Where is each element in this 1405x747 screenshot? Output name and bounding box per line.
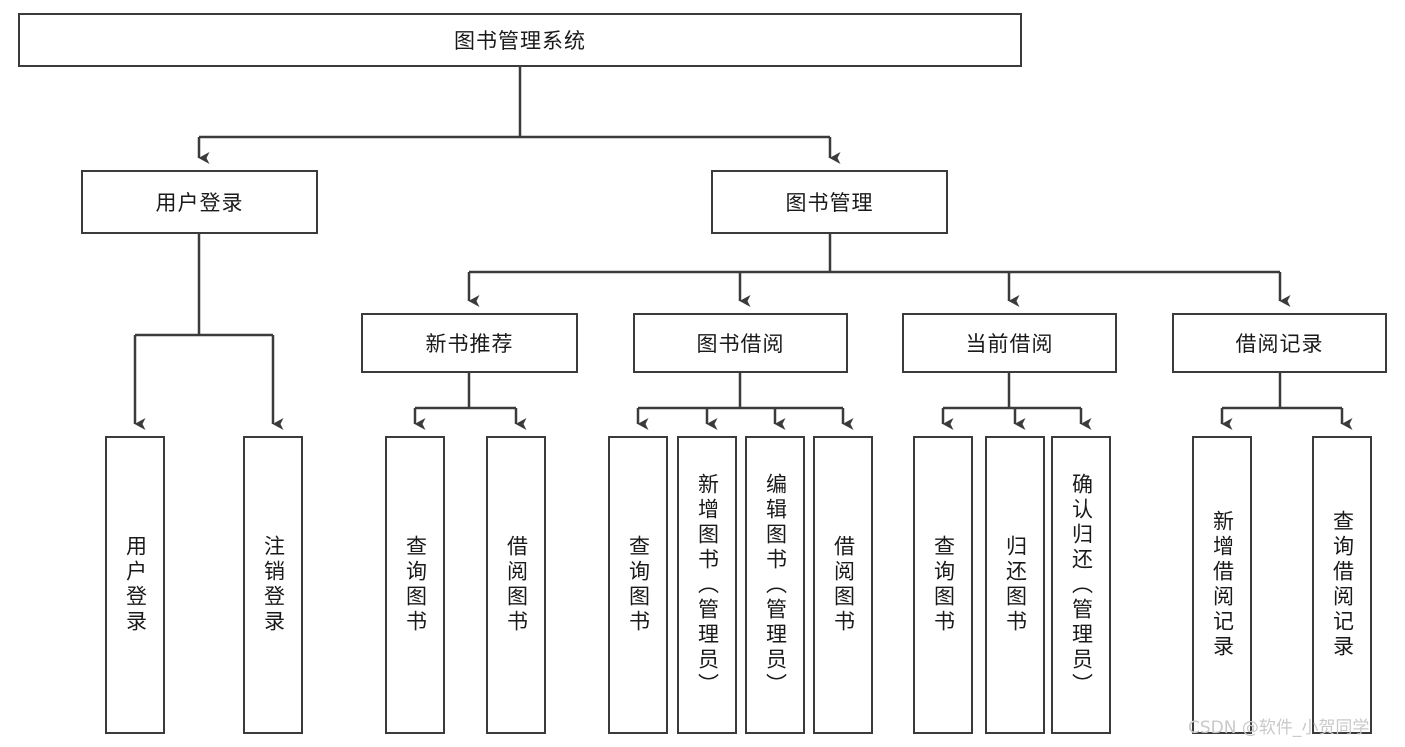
node-user-login[interactable]: 用户登录 [81,170,318,234]
node-book-borrow-label: 图书借阅 [696,332,785,356]
node-current-borrow-label: 当前借阅 [965,332,1054,356]
csdn-watermark: CSDN @软件_小贺同学 [1188,718,1370,738]
leaf-confirm-return-admin[interactable]: 确认归还（管理员） [1051,436,1111,734]
leaf-add-borrow-record[interactable]: 新增借阅记录 [1192,436,1252,734]
leaf-query-book-borrow-label: 查询图书 [626,535,651,635]
node-book-management-label: 图书管理 [785,191,874,215]
node-root[interactable]: 图书管理系统 [18,13,1022,67]
leaf-add-borrow-record-label: 新增借阅记录 [1210,510,1235,660]
node-book-management[interactable]: 图书管理 [711,170,948,234]
node-borrow-record-label: 借阅记录 [1235,332,1324,356]
leaf-borrow-book[interactable]: 借阅图书 [813,436,873,734]
node-book-borrow[interactable]: 图书借阅 [633,313,848,373]
leaf-logout[interactable]: 注销登录 [243,436,303,734]
leaf-query-book-newbook[interactable]: 查询图书 [385,436,445,734]
leaf-query-book-newbook-label: 查询图书 [403,535,428,635]
leaf-borrow-book-newbook-label: 借阅图书 [504,535,529,635]
node-current-borrow[interactable]: 当前借阅 [902,313,1117,373]
leaf-query-borrow-record-label: 查询借阅记录 [1330,510,1355,660]
node-borrow-record[interactable]: 借阅记录 [1172,313,1387,373]
leaf-query-book-current-label: 查询图书 [931,535,956,635]
leaf-add-book-admin[interactable]: 新增图书（管理员） [677,436,737,734]
leaf-query-book-current[interactable]: 查询图书 [913,436,973,734]
leaf-add-book-admin-label: 新增图书（管理员） [695,472,720,698]
leaf-edit-book-admin-label: 编辑图书（管理员） [763,472,788,698]
leaf-confirm-return-admin-label: 确认归还（管理员） [1069,472,1094,698]
leaf-return-book[interactable]: 归还图书 [985,436,1045,734]
leaf-logout-label: 注销登录 [261,535,286,635]
leaf-query-borrow-record[interactable]: 查询借阅记录 [1312,436,1372,734]
leaf-user-login-label: 用户登录 [123,535,148,635]
leaf-borrow-book-newbook[interactable]: 借阅图书 [486,436,546,734]
leaf-borrow-book-label: 借阅图书 [831,535,856,635]
leaf-user-login[interactable]: 用户登录 [105,436,165,734]
leaf-edit-book-admin[interactable]: 编辑图书（管理员） [745,436,805,734]
node-user-login-label: 用户登录 [155,191,244,215]
node-root-label: 图书管理系统 [454,29,586,53]
node-new-book-recommend[interactable]: 新书推荐 [361,313,578,373]
leaf-query-book-borrow[interactable]: 查询图书 [608,436,668,734]
node-new-book-recommend-label: 新书推荐 [425,332,514,356]
leaf-return-book-label: 归还图书 [1003,535,1028,635]
